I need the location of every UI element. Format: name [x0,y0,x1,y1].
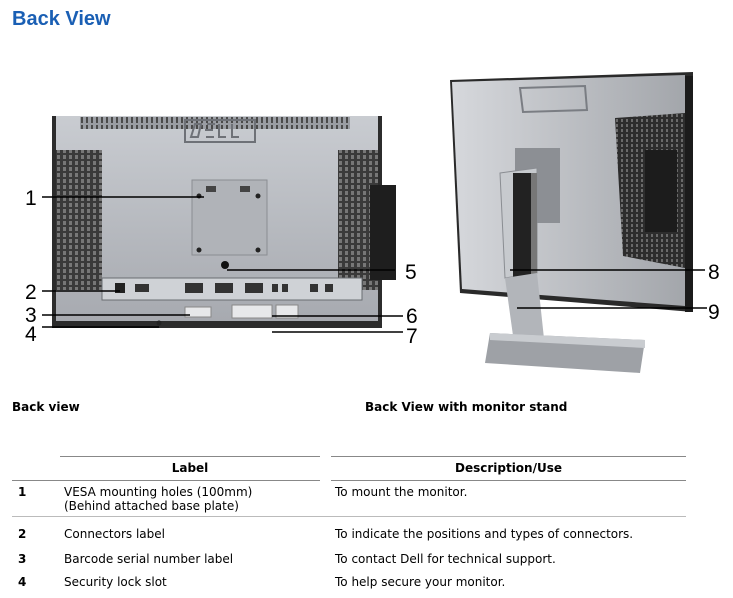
callout-numbers-right: 8 9 [708,261,720,324]
table-row: 3 Barcode serial number label To contact… [18,552,556,566]
callout-1: 1 [25,187,37,210]
back-view-caption: Back view [12,400,80,414]
page-title: Back View [12,8,111,30]
table-row: 1 VESA mounting holes (100mm) (Behind at… [12,481,686,517]
callout-6: 6 [406,305,418,328]
callout-5: 5 [405,261,417,284]
callout-8: 8 [708,261,720,284]
connectors-panel [101,277,363,301]
callout-2: 2 [25,281,37,304]
header-description: Description/Use [331,456,686,481]
stand-view-caption: Back View with monitor stand [365,400,568,414]
monitor-angled [450,72,693,312]
table-header-row: Label Description/Use [12,456,686,481]
callout-lines [42,196,403,333]
callout-numbers: 1 2 3 4 5 6 7 [25,187,418,345]
dell-logo-right [518,84,589,114]
header-label: Label [60,456,320,481]
callout-9: 9 [708,301,720,324]
header-num [12,456,60,481]
dell-logo [184,119,256,143]
callout-4: 4 [25,323,37,345]
monitor-back [52,116,396,328]
table-row: 4 Security lock slot To help secure your… [18,575,506,589]
callout-7: 7 [406,325,418,345]
table-row: 2 Connectors label To indicate the posit… [18,527,634,541]
back-view-stand-figure: 8 9 [450,72,720,373]
callout-3: 3 [25,304,37,327]
monitor-stand [485,167,645,373]
bottom-labels [156,304,299,326]
parts-table: Label Description/Use 1 VESA mounting ho… [12,456,686,592]
vesa-plate [191,179,268,269]
callout-lines-right [510,269,707,309]
back-view-figure: 1 2 3 4 5 6 7 [25,116,418,345]
